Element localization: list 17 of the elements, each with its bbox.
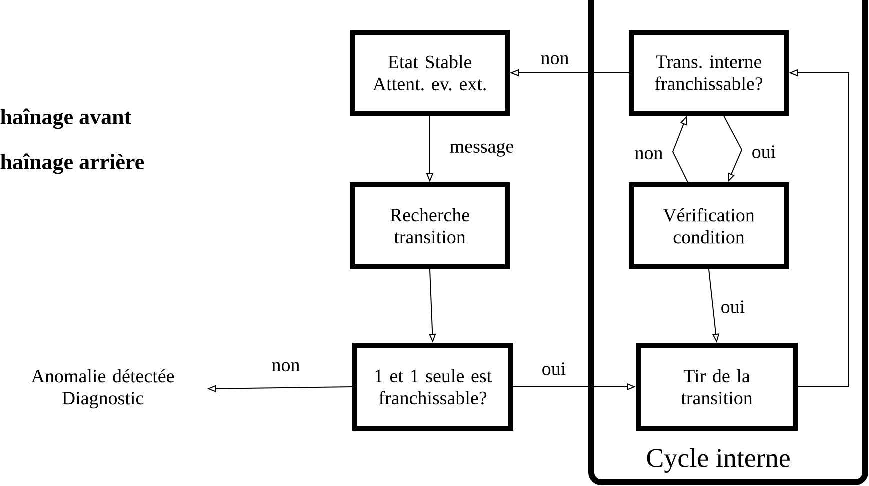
process-box: Etat Stable Attent. ev. ext. — [350, 30, 510, 116]
process-box: Tir de la transition — [636, 343, 798, 431]
heading: haînage arrière — [0, 154, 144, 174]
edge-label: non — [634, 149, 664, 161]
process-box: Vérification condition — [629, 182, 789, 270]
edge-label: oui — [720, 300, 746, 314]
process-box: Recherche transition — [350, 182, 510, 270]
edge-label: non — [540, 54, 570, 66]
edge-label: oui — [750, 144, 778, 160]
frame-title: Cycle interne — [647, 448, 790, 473]
outcome-text: Anomalie détectée Diagnostic — [31, 369, 174, 409]
heading: haînage avant — [0, 108, 132, 130]
process-box: Trans. interne franchissable? — [629, 30, 789, 116]
edge-label: message — [448, 142, 516, 158]
edge-label: oui — [540, 362, 568, 376]
process-box: 1 et 1 seule est franchissable? — [352, 343, 514, 431]
edge-label: non — [270, 361, 302, 373]
